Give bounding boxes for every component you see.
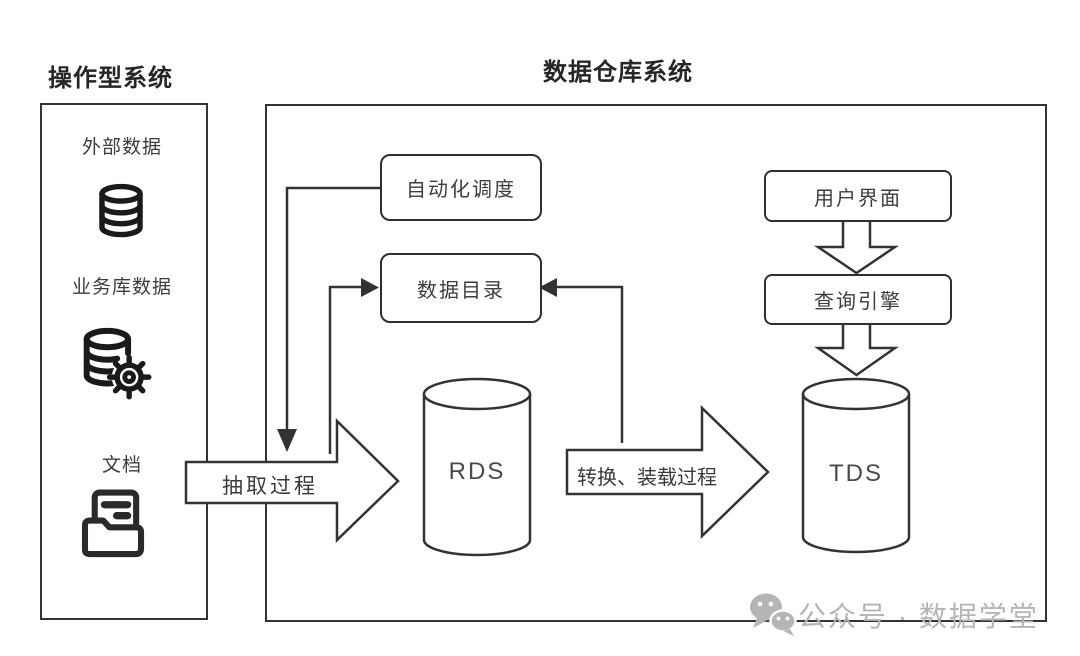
source-label-business: 业务库数据 <box>71 277 172 298</box>
source-label-document: 文档 <box>101 455 142 476</box>
rds-label: RDS <box>448 458 506 485</box>
extract-process-label: 抽取过程 <box>222 475 318 498</box>
operational-system-title: 操作型系统 <box>48 65 173 92</box>
catalog-node: 数据目录 <box>380 253 542 323</box>
folder-document-icon <box>81 489 145 558</box>
watermark-text: 公众号 · 数据学堂 <box>798 601 1039 632</box>
database-gear-icon <box>83 327 152 400</box>
transform-load-process-label: 转换、装载过程 <box>577 467 717 489</box>
source-label-external: 外部数据 <box>81 137 162 158</box>
watermark: 公众号 · 数据学堂 <box>748 592 1039 638</box>
ui-node: 用户界面 <box>764 170 952 222</box>
warehouse-system-title: 数据仓库系统 <box>543 59 693 86</box>
tds-label: TDS <box>829 460 883 487</box>
query-engine-node: 查询引擎 <box>764 274 952 325</box>
wechat-icon <box>750 593 797 636</box>
scheduler-node: 自动化调度 <box>380 154 542 221</box>
database-icon <box>99 183 143 238</box>
